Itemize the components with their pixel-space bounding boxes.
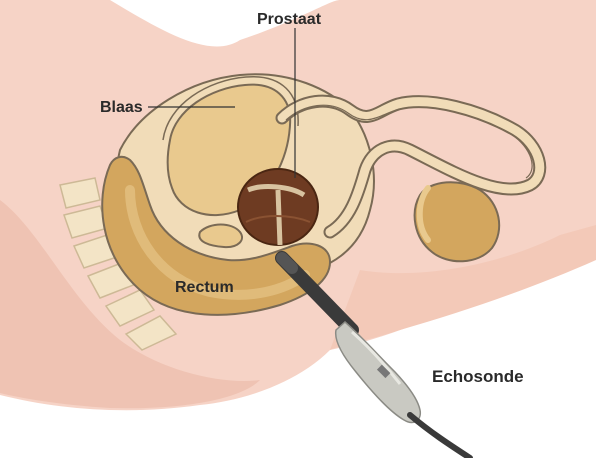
label-echosonde: Echosonde	[432, 367, 524, 386]
probe-cable	[410, 415, 470, 458]
label-blaas: Blaas	[100, 99, 143, 116]
probe-tip	[282, 258, 292, 268]
label-prostaat: Prostaat	[257, 11, 322, 28]
seminal-vesicle	[199, 225, 242, 248]
label-rectum: Rectum	[175, 279, 234, 296]
prostate	[238, 169, 318, 245]
